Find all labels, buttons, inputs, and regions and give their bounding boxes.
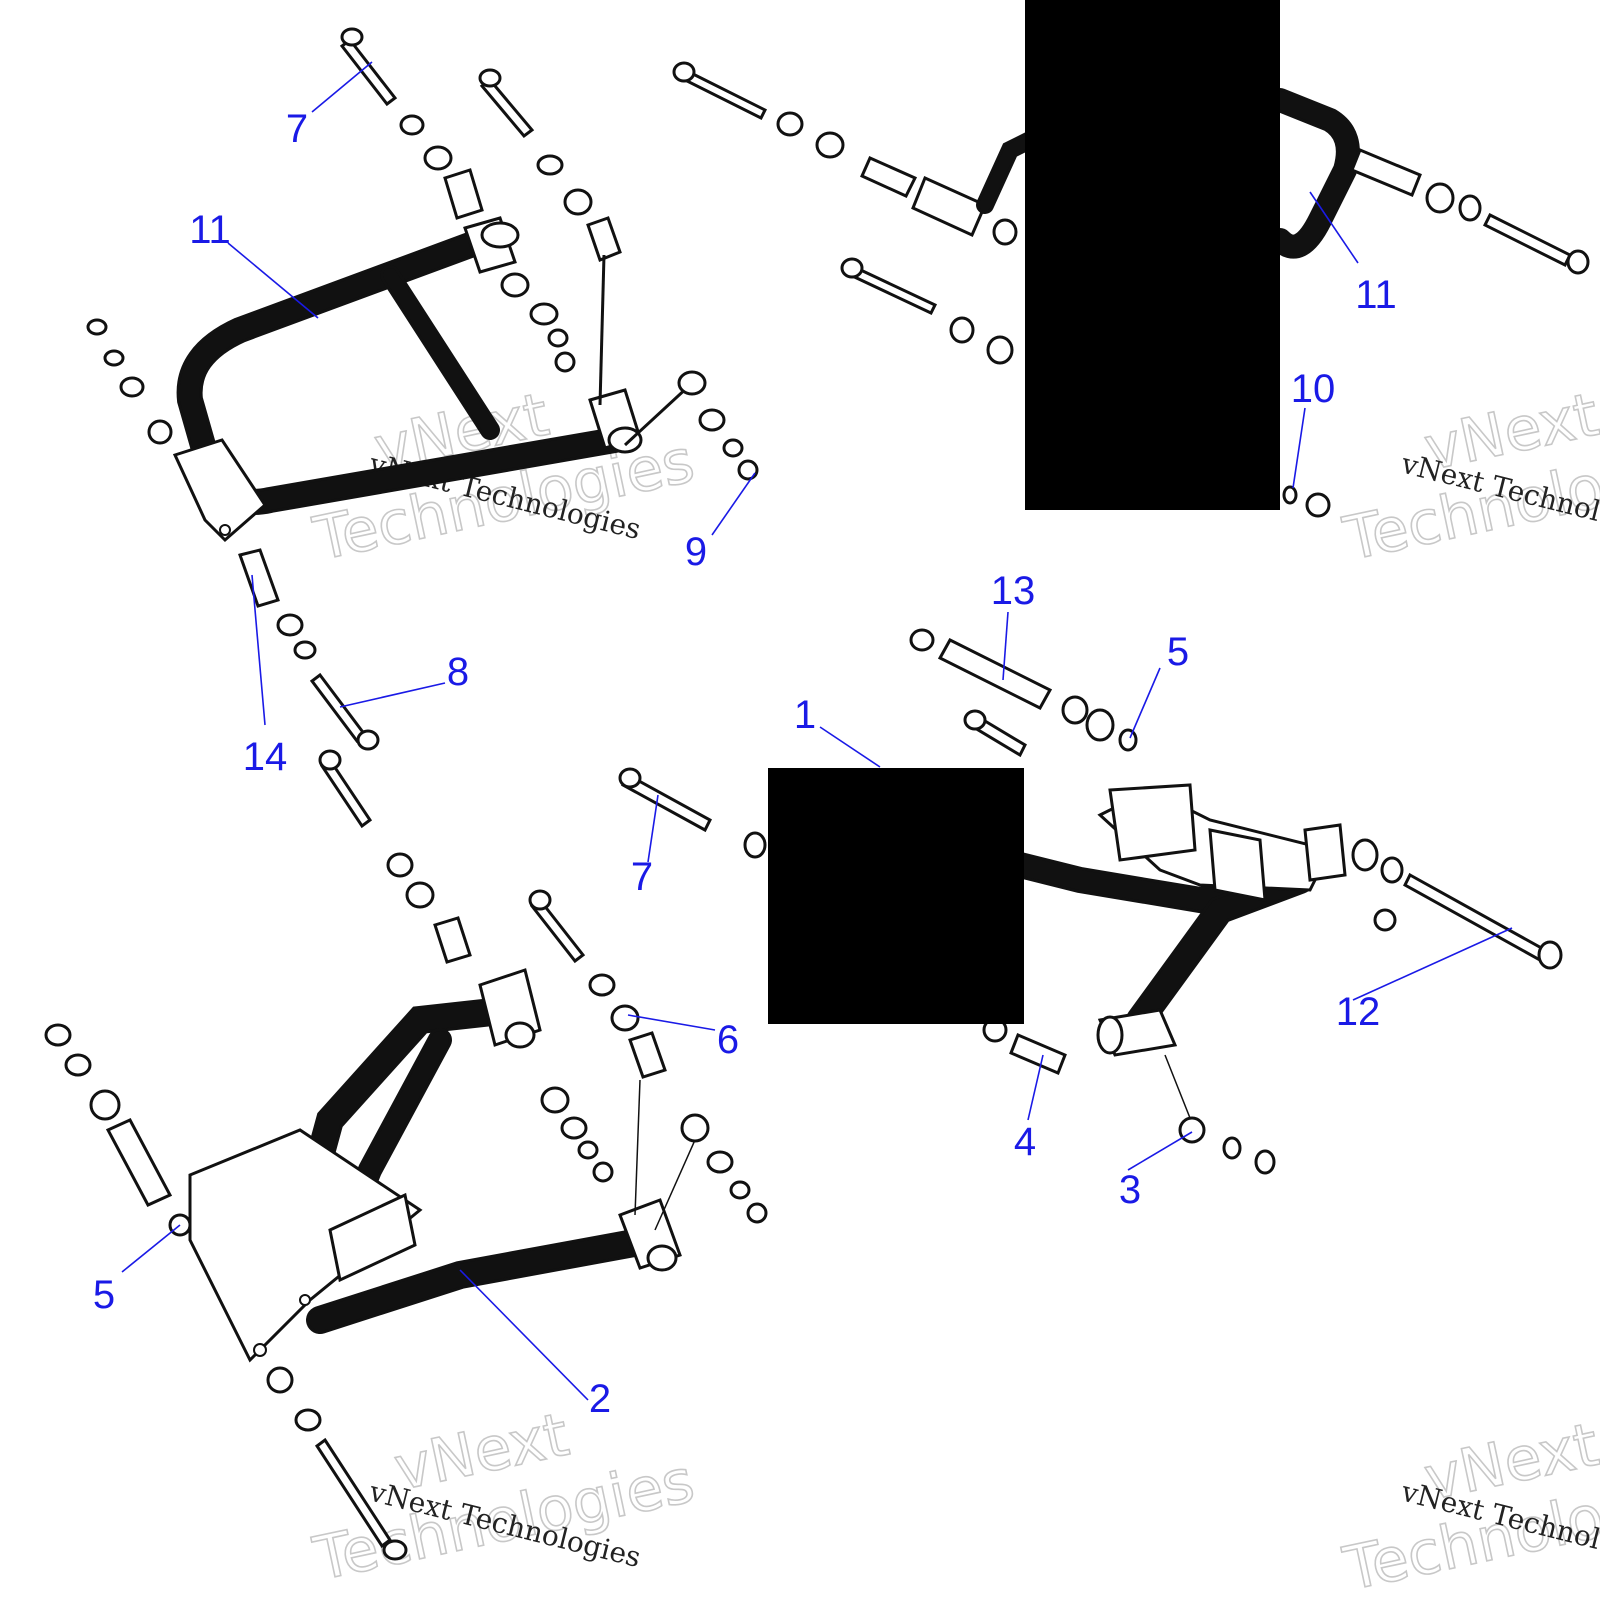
callout-9: 9	[685, 530, 707, 574]
callout-4: 4	[1014, 1120, 1036, 1164]
redaction-block-lower	[768, 768, 1024, 1024]
lower-a-arm-assembly-right	[618, 628, 1563, 1175]
redaction-block-upper	[1025, 0, 1280, 510]
callout-6: 6	[717, 1018, 739, 1062]
leader-lines	[121, 61, 1513, 1401]
callout-13: 13	[991, 569, 1036, 613]
callout-11: 11	[189, 208, 231, 252]
watermark-lower-right: vNext Technologies vNext Technologies	[1337, 1409, 1600, 1600]
callout-5: 5	[93, 1273, 115, 1317]
callout-10: 10	[1291, 367, 1336, 411]
callout-12: 12	[1336, 990, 1381, 1034]
lower-a-arm-assembly-left	[44, 749, 768, 1561]
watermark-lower-left: vNext Technologies vNext Technologies	[307, 1399, 701, 1596]
callout-8: 8	[447, 650, 469, 694]
upper-a-arm-assembly-left	[86, 27, 759, 751]
watermark-upper-right: vNext Technologies vNext Technologies	[1337, 379, 1600, 576]
callout-11: 11	[1355, 273, 1397, 317]
callout-7: 7	[286, 107, 308, 151]
callout-3: 3	[1119, 1168, 1141, 1212]
callout-7: 7	[631, 855, 653, 899]
callout-14: 14	[243, 735, 288, 779]
callout-2: 2	[589, 1377, 611, 1421]
upper-a-arm-assembly-right	[672, 61, 1590, 518]
callout-1: 1	[794, 693, 816, 737]
callout-5: 5	[1167, 630, 1189, 674]
